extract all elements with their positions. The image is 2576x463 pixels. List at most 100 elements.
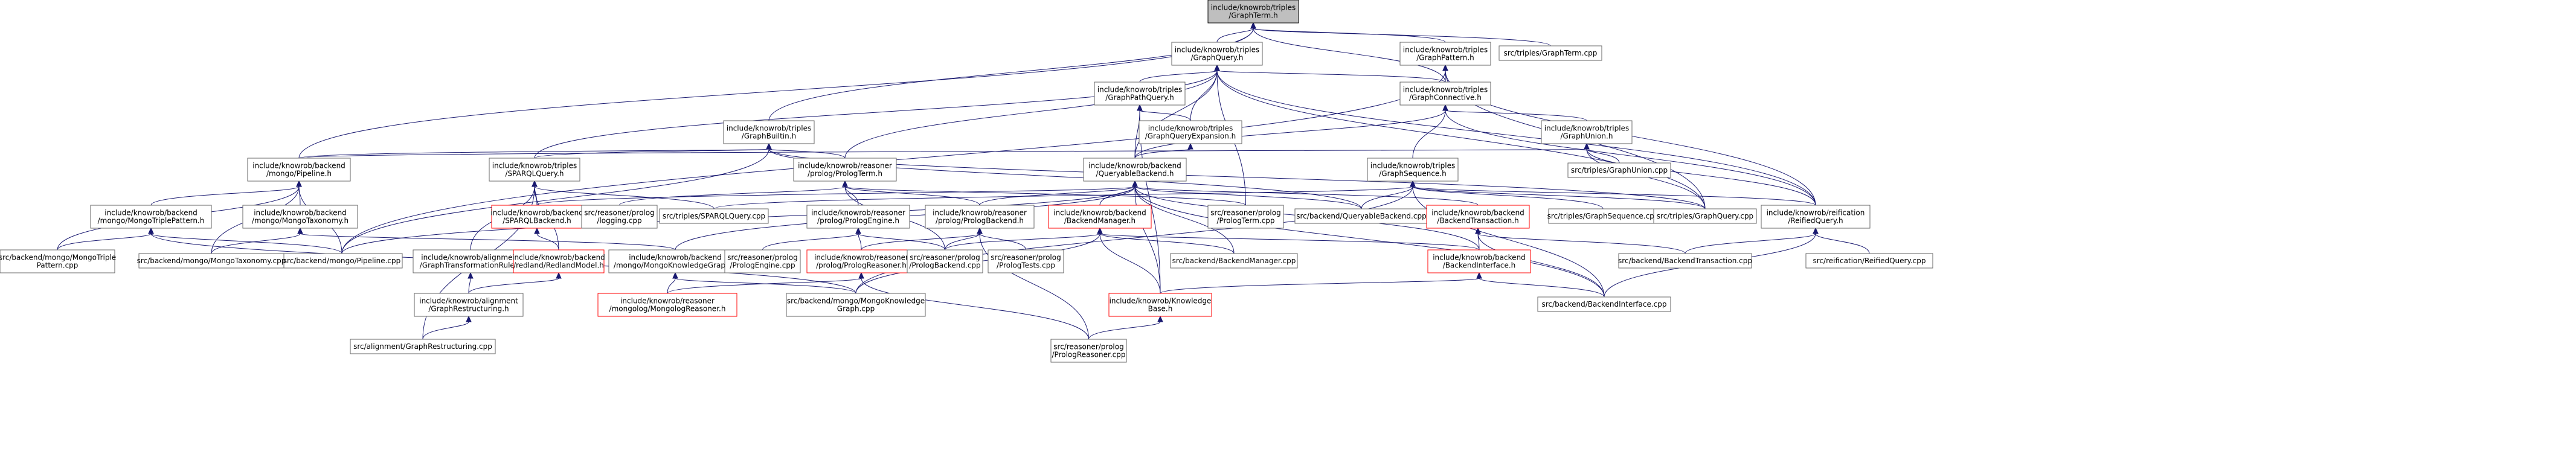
edge-plecpp-to-ple — [762, 227, 861, 251]
node-label: include/knowrob/backend — [252, 162, 345, 170]
graph-node-qbcpp[interactable]: src/backend/QueryableBackend.cpp — [1294, 208, 1428, 224]
graph-node-gp[interactable]: include/knowrob/triples/GraphPattern.h — [1399, 42, 1491, 66]
edge-plrcpp-to-kb — [1088, 315, 1163, 340]
graph-node-gpq[interactable]: include/knowrob/triples/GraphPathQuery.h — [1094, 81, 1186, 106]
edge-rlm-to-sparqlb — [534, 227, 559, 251]
node-box — [723, 120, 815, 144]
graph-node-gunioncpp[interactable]: src/triples/GraphUnion.cpp — [1567, 162, 1671, 178]
edge-gqe-to-gpq — [1137, 104, 1191, 121]
graph-node-gc[interactable]: include/knowrob/triples/GraphConnective.… — [1399, 81, 1491, 106]
node-label: src/backend/BackendTransaction.cpp — [1618, 257, 1752, 265]
node-label: /GraphConnective.h — [1409, 94, 1482, 102]
graph-node-gs[interactable]: include/knowrob/triples/GraphSequence.h — [1367, 158, 1459, 182]
graph-node-pltests[interactable]: src/reasoner/prolog/PrologTests.cpp — [988, 249, 1064, 273]
node-box — [806, 249, 916, 273]
graph-node-rlm[interactable]: include/knowrob/backend/redland/RedlandM… — [512, 249, 605, 273]
graph-node-mtax[interactable]: include/knowrob/backend/mongo/MongoTaxon… — [242, 205, 358, 229]
graph-node-plecpp[interactable]: src/reasoner/prolog/PrologEngine.cpp — [724, 249, 801, 273]
graph-node-mongor[interactable]: include/knowrob/reasoner/mongolog/Mongol… — [597, 293, 737, 317]
edge-btcpp-to-rq — [1685, 227, 1819, 254]
graph-node-spqcpp[interactable]: src/triples/SPARQLQuery.cpp — [659, 208, 769, 224]
edge-plt-to-gq — [844, 64, 1220, 159]
graph-node-rq[interactable]: include/knowrob/reification/ReifiedQuery… — [1761, 205, 1871, 229]
graph-node-mkg[interactable]: include/knowrob/backend/mongo/MongoKnowl… — [608, 249, 742, 273]
graph-node-plb[interactable]: include/knowrob/reasoner/prolog/PrologBa… — [925, 205, 1035, 229]
node-box — [1139, 120, 1242, 144]
graph-node-gq[interactable]: include/knowrob/triples/GraphQuery.h — [1171, 42, 1263, 66]
graph-node-gscpp[interactable]: src/triples/GraphSequence.cpp — [1547, 208, 1659, 224]
node-box — [581, 205, 658, 229]
node-label: include/knowrob/backend — [512, 254, 605, 262]
graph-node-ple[interactable]: include/knowrob/reasoner/prolog/PrologEn… — [806, 205, 910, 229]
graph-node-bi[interactable]: include/knowrob/backend/BackendInterface… — [1427, 249, 1531, 273]
graph-node-sparqlb[interactable]: include/knowrob/backend/SPARQLBackend.h — [490, 205, 583, 229]
graph-node-grh[interactable]: include/knowrob/alignment/GraphRestructu… — [414, 293, 524, 317]
graph-node-btcpp[interactable]: src/backend/BackendTransaction.cpp — [1618, 253, 1752, 269]
node-box — [1170, 253, 1298, 269]
graph-node-plog[interactable]: src/reasoner/prolog/logging.cpp — [581, 205, 658, 229]
edge-mp-to-gu — [298, 142, 1590, 159]
graph-node-pltcpp[interactable]: src/reasoner/prolog/PrologTerm.cpp — [1207, 205, 1284, 229]
graph-node-qb[interactable]: include/knowrob/backend/QueryableBackend… — [1083, 158, 1187, 182]
graph-node-plt[interactable]: include/knowrob/reasoner/prolog/PrologTe… — [793, 158, 897, 182]
edge-spqcpp-to-spq — [532, 180, 715, 209]
graph-node-mtaxcpp[interactable]: src/backend/mongo/MongoTaxonomy.cpp — [137, 253, 286, 269]
node-label: Graph.cpp — [837, 305, 875, 313]
node-label: include/knowrob/triples — [1097, 86, 1182, 94]
node-label: src/triples/GraphUnion.cpp — [1571, 166, 1668, 174]
graph-node-grcpp[interactable]: src/alignment/GraphRestructuring.cpp — [350, 339, 496, 354]
graph-node-plrcpp[interactable]: src/reasoner/prolog/PrologReasoner.cpp — [1050, 339, 1127, 363]
node-label: include/knowrob/triples — [1544, 124, 1629, 133]
node-label: /SPARQLQuery.h — [506, 170, 564, 178]
node-box — [513, 249, 605, 273]
node-box — [1094, 81, 1186, 106]
node-box — [988, 249, 1064, 273]
node-box — [1427, 249, 1531, 273]
graph-node-spq[interactable]: include/knowrob/triples/SPARQLQuery.h — [489, 158, 580, 182]
node-box — [1048, 205, 1152, 229]
node-label: /QueryableBackend.h — [1096, 170, 1174, 178]
node-label: include/knowrob/triples — [1175, 46, 1259, 54]
graph-node-rqcpp[interactable]: src/reification/ReifiedQuery.cpp — [1805, 253, 1933, 269]
graph-node-bm[interactable]: include/knowrob/backend/BackendManager.h — [1048, 205, 1152, 229]
node-label: include/knowrob/Knowledge — [1110, 297, 1212, 305]
graph-node-plr[interactable]: include/knowrob/reasoner/prolog/PrologRe… — [806, 249, 916, 273]
node-label: /GraphQuery.h — [1190, 54, 1243, 62]
graph-node-gqe[interactable]: include/knowrob/triples/GraphQueryExpans… — [1139, 120, 1242, 144]
graph-node-mkgcpp[interactable]: src/backend/mongo/MongoKnowledgeGraph.cp… — [786, 293, 926, 317]
node-label: Pattern.cpp — [37, 261, 79, 270]
graph-node-gb[interactable]: include/knowrob/triples/GraphBuiltin.h — [723, 120, 815, 144]
node-label: src/triples/GraphQuery.cpp — [1657, 212, 1753, 220]
node-label: include/knowrob/backend — [1088, 162, 1181, 170]
node-box — [1537, 296, 1671, 312]
graph-node-bt[interactable]: include/knowrob/backend/BackendTransacti… — [1426, 205, 1530, 229]
node-box — [489, 158, 580, 182]
edge-bi-to-bm — [1097, 227, 1480, 251]
graph-node-bmcpp[interactable]: src/backend/BackendManager.cpp — [1170, 253, 1298, 269]
node-box — [1805, 253, 1933, 269]
graph-node-plbcpp[interactable]: src/reasoner/prolog/PrologBackend.cpp — [907, 249, 983, 273]
graph-node-gqcpp[interactable]: src/triples/GraphQuery.cpp — [1653, 208, 1757, 224]
node-label: /PrologReasoner.cpp — [1052, 351, 1126, 359]
node-label: src/backend/mongo/MongoTriple — [0, 254, 116, 262]
edge-mtpcpp-to-mtp — [57, 227, 154, 251]
node-label: /mongo/MongoKnowledgeGraph.h — [614, 261, 737, 270]
edge-grh-to-gtr — [467, 272, 474, 294]
node-label: src/reification/ReifiedQuery.cpp — [1813, 257, 1926, 265]
node-label: /prolog/PrologTerm.h — [808, 170, 882, 178]
graph-node-mpcpp[interactable]: src/backend/mongo/Pipeline.cpp — [281, 253, 403, 269]
node-box — [0, 249, 115, 273]
edge-bicpp-to-gs — [1410, 180, 1605, 298]
graph-node-gu[interactable]: include/knowrob/triples/GraphUnion.h — [1541, 120, 1633, 144]
graph-node-gtr[interactable]: include/knowrob/alignment/GraphTransform… — [413, 249, 528, 273]
node-label: /ReifiedQuery.h — [1788, 217, 1843, 225]
node-label: /BackendInterface.h — [1443, 261, 1516, 270]
graph-node-mp[interactable]: include/knowrob/backend/mongo/Pipeline.h — [247, 158, 351, 182]
node-label: include/knowrob/backend — [254, 209, 347, 217]
node-box — [1171, 42, 1263, 66]
graph-node-mtpcpp[interactable]: src/backend/mongo/MongoTriplePattern.cpp — [0, 249, 116, 273]
graph-node-mtp[interactable]: include/knowrob/backend/mongo/MongoTripl… — [90, 205, 212, 229]
graph-node-gtcpp[interactable]: src/triples/GraphTerm.cpp — [1498, 45, 1602, 61]
graph-node-bicpp[interactable]: src/backend/BackendInterface.cpp — [1537, 296, 1671, 312]
